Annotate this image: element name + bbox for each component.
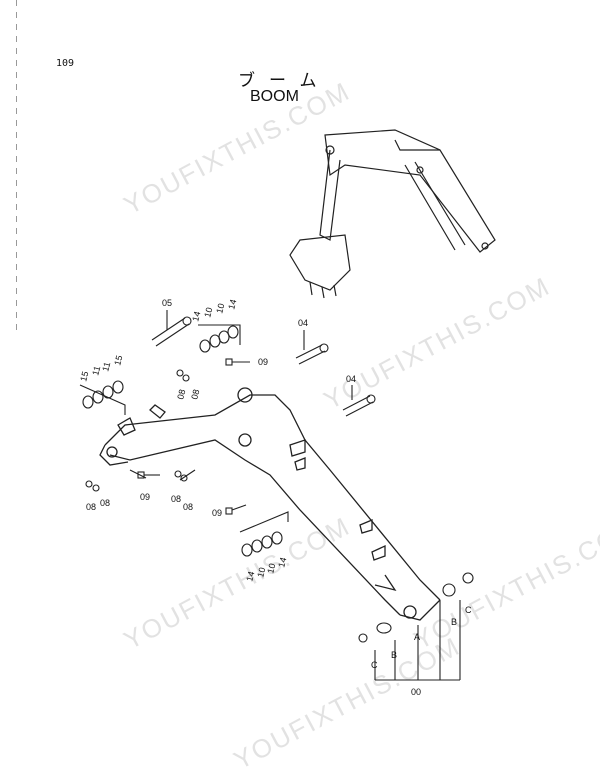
margin-rule — [16, 0, 17, 330]
watermark-layer: YOUFIXTHIS.COM YOUFIXTHIS.COM YOUFIXTHIS… — [119, 76, 600, 776]
callout-10-lower-b: 10 — [265, 562, 277, 574]
title-english: BOOM — [250, 88, 299, 105]
callout-10-lower-a: 10 — [255, 566, 267, 578]
callout-08-middle-a: 08 — [171, 494, 181, 504]
callout-00-assembly: 00 — [411, 687, 421, 697]
callout-11-left-a: 11 — [90, 365, 102, 377]
callout-08-upper-b: 08 — [189, 388, 201, 400]
title-japanese: ブーム — [238, 71, 331, 91]
callout-B-left: B — [391, 650, 397, 660]
callout-05: 05 — [162, 298, 172, 308]
callout-09-lower: 09 — [212, 508, 222, 518]
watermark-text: YOUFIXTHIS.COM — [119, 511, 356, 656]
watermark-text: YOUFIXTHIS.COM — [229, 631, 466, 776]
watermark-text: YOUFIXTHIS.COM — [409, 511, 600, 656]
callout-04-upper: 04 — [298, 318, 308, 328]
callout-10-upper-a: 10 — [202, 306, 214, 318]
callout-08-left-b: 08 — [100, 498, 110, 508]
callout-C-left: C — [371, 660, 378, 670]
callout-C-right: C — [465, 605, 472, 615]
excavator-overview-drawing — [289, 129, 496, 299]
callout-15-left-a: 15 — [78, 370, 90, 382]
callout-11-left-b: 11 — [100, 361, 112, 373]
hardware-drawing — [79, 310, 474, 681]
watermark-text: YOUFIXTHIS.COM — [119, 76, 356, 221]
callout-14-upper-b: 14 — [226, 298, 238, 310]
callout-14-lower-a: 14 — [244, 570, 256, 582]
callout-09-upper: 09 — [258, 357, 268, 367]
page-number: 109 — [56, 58, 75, 69]
callout-08-left-a: 08 — [86, 502, 96, 512]
watermark-text: YOUFIXTHIS.COM — [319, 271, 556, 416]
callout-09-middle: 09 — [140, 492, 150, 502]
callout-14-upper-a: 14 — [190, 310, 202, 322]
callout-14-lower-b: 14 — [276, 556, 288, 568]
boom-drawing — [99, 387, 441, 621]
callout-08-upper-a: 08 — [175, 388, 187, 400]
callout-15-left-b: 15 — [112, 354, 124, 366]
callout-labels: 05 04 04 14 10 10 14 15 11 11 15 09 09 0… — [78, 298, 472, 697]
callout-A: A — [414, 632, 420, 642]
callout-08-middle-b: 08 — [183, 502, 193, 512]
callout-04-lower: 04 — [346, 374, 356, 384]
callout-B-right: B — [451, 617, 457, 627]
callout-10-upper-b: 10 — [214, 302, 226, 314]
